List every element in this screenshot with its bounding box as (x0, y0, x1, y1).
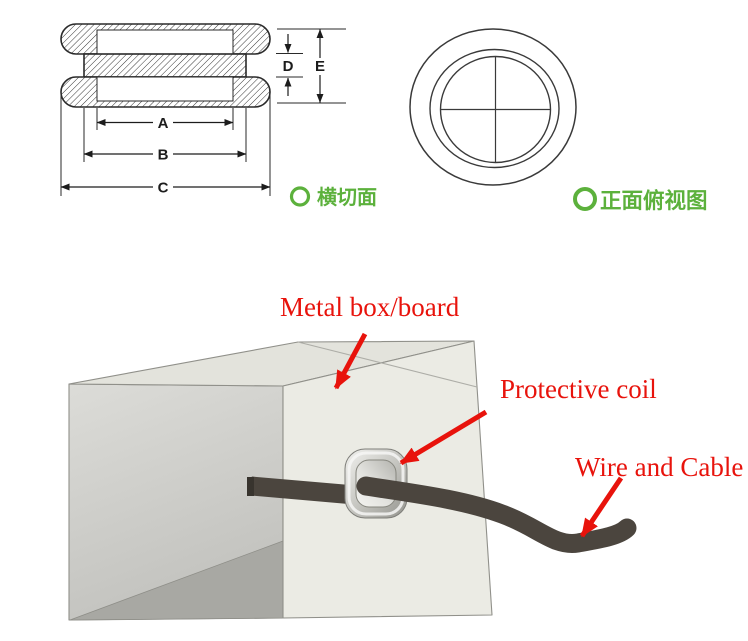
grommet-middle-circle (429, 48, 560, 169)
dimension-D: D (283, 34, 294, 96)
dimension-C: C (60, 178, 271, 197)
grommet-bottom-bore (96, 76, 234, 102)
top-view-caption-text: 正面俯视图 (600, 188, 708, 214)
ring-circle-icon (573, 187, 597, 211)
cable-interior-segment (250, 476, 356, 505)
box-top-crease (297, 341, 478, 388)
grommet-outer-circle (409, 28, 577, 186)
cross-section-caption: 横切面 (289, 185, 377, 209)
dim-label-E: E (315, 58, 325, 75)
dim-label-B: B (158, 147, 169, 164)
wire-cable-arrow (579, 476, 624, 538)
ring-circle-icon (289, 186, 311, 207)
cable-cut-end (247, 477, 254, 496)
dimension-B: B (83, 145, 247, 164)
protective-coil-label: Protective coil (500, 374, 657, 404)
top-view-caption: 正面俯视图 (573, 187, 708, 214)
installation-illustration: Metal box/board Protective coil Wire and… (68, 292, 743, 621)
dim-label-C: C (158, 180, 169, 197)
dimension-E: E (311, 29, 329, 103)
annotation-arrows (333, 332, 624, 538)
cross-section-caption-text: 横切面 (317, 185, 377, 209)
grommet-top-bore (96, 29, 234, 55)
cable-exterior-segment (356, 476, 637, 553)
metal-box-arrow (333, 332, 368, 390)
dimension-A: A (96, 113, 234, 132)
protective-coil-arrow (399, 409, 488, 466)
wire-cable-label: Wire and Cable (575, 452, 743, 482)
dim-label-D: D (283, 58, 294, 75)
cross-section-view: A B C D E 横切面 (60, 23, 377, 209)
grommet-web (83, 53, 247, 78)
metal-box-label: Metal box/board (280, 292, 460, 322)
dim-label-A: A (158, 115, 169, 132)
top-view: 正面俯视图 (409, 28, 708, 214)
